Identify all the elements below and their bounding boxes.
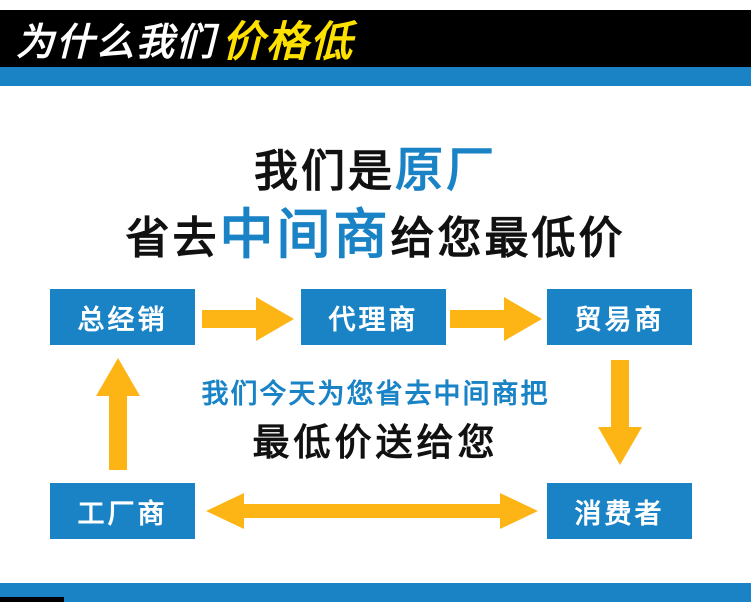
intro-line1-prefix: 我们是 [253,147,395,196]
box-consumer-label: 消费者 [574,498,665,529]
blue-strip-bottom [0,583,751,602]
header-title-yellow: 价格低 [222,18,355,65]
middle-caption-line2: 最低价送给您 [252,422,499,463]
header-bar: 为什么我们 价格低 [0,10,751,67]
header-title-white: 为什么我们 [16,22,217,64]
intro-line1-highlight: 原厂 [394,144,497,197]
next-section-peek [0,597,64,602]
box-distributor-label: 总经销 [77,304,168,335]
arrow-up-icon [96,358,140,470]
arrow-right-icon [202,297,294,341]
box-factory: 工厂商 [50,483,195,539]
intro-line1: 我们是原厂 [0,130,751,200]
blue-strip-top [0,67,751,86]
box-trader-label: 贸易商 [574,304,665,335]
arrow-down-icon [598,360,642,465]
intro-line2-suffix: 给您最低价 [390,214,626,263]
arrow-right-icon [450,297,542,341]
middle-caption-line1: 我们今天为您省去中间商把 [201,379,550,409]
arrow-double-icon [206,491,538,531]
intro-line2: 省去中间商给您最低价 [0,190,751,269]
box-distributor: 总经销 [50,289,195,345]
box-factory-label: 工厂商 [77,498,168,529]
intro-line2-prefix: 省去 [125,214,220,263]
box-agent-label: 代理商 [328,304,419,335]
box-consumer: 消费者 [547,483,692,539]
intro-line2-highlight: 中间商 [219,205,391,265]
box-agent: 代理商 [301,289,446,345]
box-trader: 贸易商 [547,289,692,345]
